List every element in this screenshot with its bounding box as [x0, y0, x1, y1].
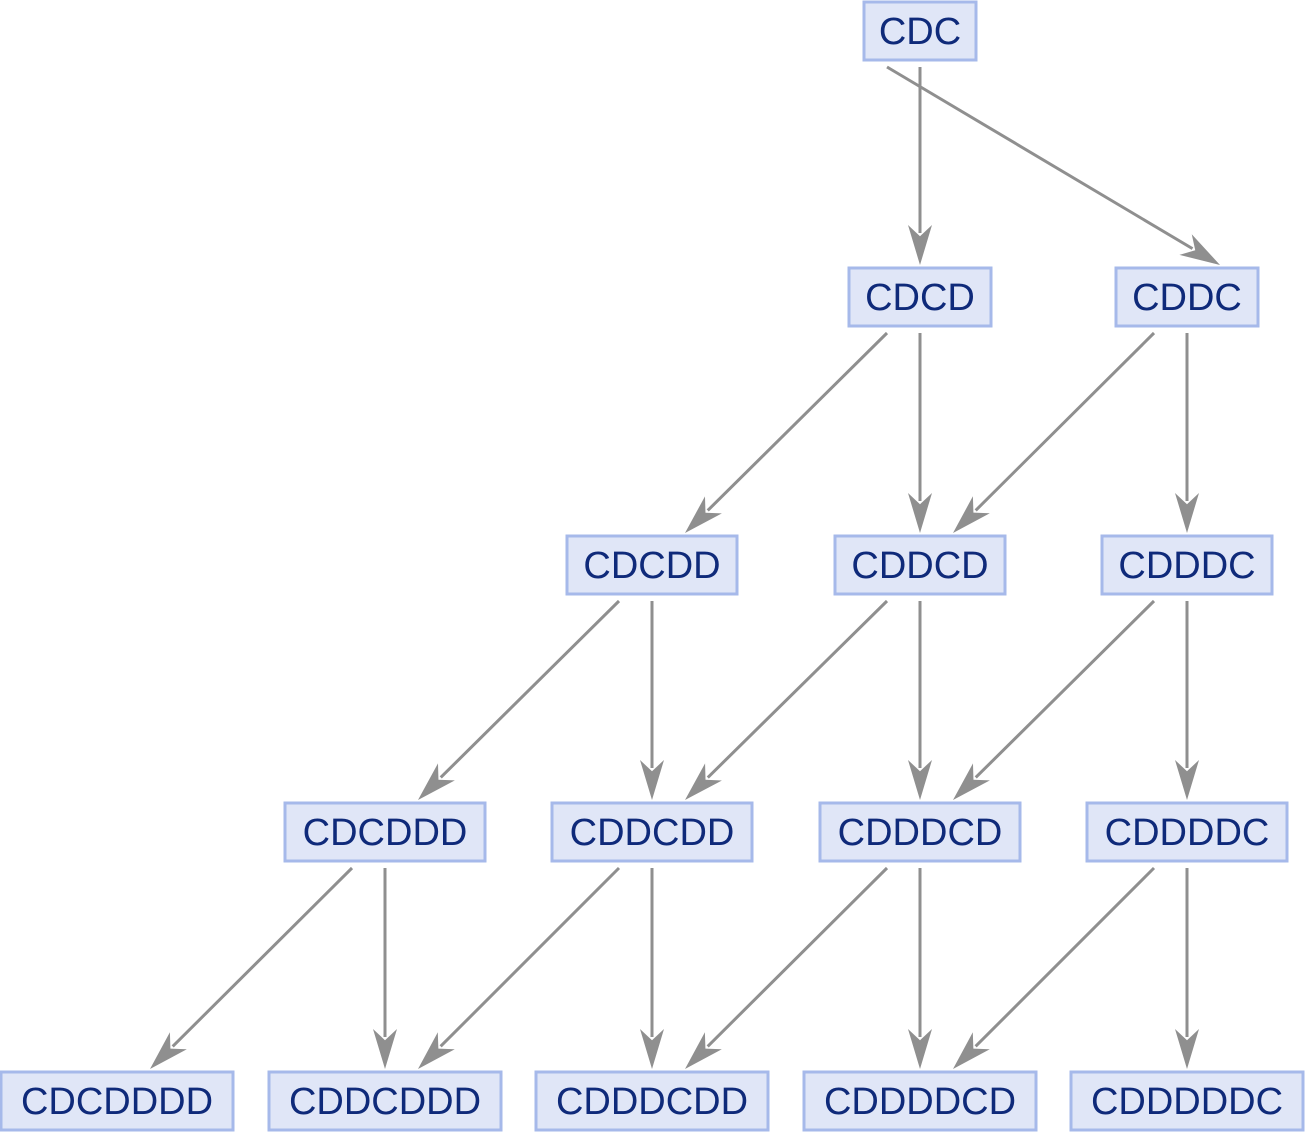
node-box	[283, 801, 487, 863]
edge-n3-n7	[640, 601, 664, 800]
arrowhead-icon	[953, 496, 990, 533]
node-cddcd[interactable]: CDDCD	[833, 534, 1007, 596]
node-label: CDCDDD	[303, 812, 468, 854]
node-cdddcd[interactable]: CDDDCD	[818, 801, 1022, 863]
node-box	[1114, 266, 1260, 328]
node-box	[802, 1070, 1038, 1132]
arrowhead-icon	[908, 225, 932, 265]
node-box	[565, 534, 739, 596]
edge-n6-n10	[150, 866, 354, 1069]
node-label: CDC	[879, 11, 961, 53]
node-cdcd[interactable]: CDCD	[847, 266, 993, 328]
edge-n5-n9	[1175, 601, 1199, 800]
arrowhead-icon	[373, 1029, 397, 1069]
node-box	[1069, 1070, 1305, 1132]
node-cdcdd[interactable]: CDCDD	[565, 534, 739, 596]
edge-line	[706, 331, 889, 512]
node-cdcdddd[interactable]: CDCDDDD	[0, 1070, 235, 1132]
edge-line	[974, 331, 1156, 512]
arrowhead-icon	[1175, 493, 1199, 533]
edge-n9-n13	[953, 866, 1156, 1069]
node-box	[550, 801, 754, 863]
edge-line	[974, 599, 1156, 779]
arrowhead-icon	[908, 493, 932, 533]
node-cddcdd[interactable]: CDDCDD	[550, 801, 754, 863]
edge-n7-n12	[640, 868, 664, 1069]
edge-line	[439, 599, 621, 779]
node-cdc[interactable]: CDC	[862, 0, 978, 62]
arrowhead-icon	[418, 1032, 455, 1069]
edge-n9-n14	[1175, 868, 1199, 1069]
edge-line	[706, 599, 889, 779]
edge-n8-n13	[908, 868, 932, 1069]
node-label: CDDDDDC	[1091, 1081, 1283, 1123]
arrowhead-icon	[953, 763, 990, 800]
edge-n4-n8	[908, 601, 932, 800]
arrowhead-icon	[685, 1032, 722, 1069]
edge-n1-n3	[685, 331, 889, 533]
edge-n8-n12	[685, 866, 889, 1069]
arrowhead-icon	[908, 760, 932, 800]
node-box	[833, 534, 1007, 596]
edge-n4-n7	[685, 599, 889, 800]
edge-n7-n11	[418, 866, 621, 1069]
edges-layer	[150, 65, 1220, 1069]
arrowhead-icon	[685, 763, 722, 800]
node-label: CDDDCD	[838, 812, 1003, 854]
arrowhead-icon	[908, 1029, 932, 1069]
node-box	[534, 1070, 770, 1132]
node-label: CDCDD	[583, 545, 720, 587]
node-cddddc[interactable]: CDDDDC	[1085, 801, 1289, 863]
node-label: CDDC	[1132, 277, 1242, 319]
edge-n0-n1	[908, 67, 932, 265]
arrowhead-icon	[953, 1032, 990, 1069]
edge-line	[439, 866, 621, 1048]
edge-n3-n6	[418, 599, 621, 800]
edge-line	[886, 65, 1194, 250]
edge-n2-n4	[953, 331, 1156, 533]
node-label: CDDCDD	[570, 812, 735, 854]
arrowhead-icon	[1179, 234, 1220, 265]
node-box	[0, 1070, 235, 1132]
node-label: CDDDC	[1118, 545, 1255, 587]
node-cdcddd[interactable]: CDCDDD	[283, 801, 487, 863]
arrowhead-icon	[1175, 760, 1199, 800]
node-label: CDDDDC	[1105, 812, 1270, 854]
node-label: CDDCDDD	[289, 1081, 481, 1123]
node-box	[1085, 801, 1289, 863]
edge-n1-n4	[908, 333, 932, 533]
node-cddc[interactable]: CDDC	[1114, 266, 1260, 328]
node-label: CDDDDCD	[824, 1081, 1016, 1123]
node-cdddc[interactable]: CDDDC	[1100, 534, 1274, 596]
node-box	[847, 266, 993, 328]
edge-n5-n8	[953, 599, 1156, 800]
node-box	[1100, 534, 1274, 596]
arrowhead-icon	[1175, 1029, 1199, 1069]
edge-line	[171, 866, 354, 1048]
edge-line	[706, 866, 889, 1048]
node-cdddddc[interactable]: CDDDDDC	[1069, 1070, 1305, 1132]
edge-line	[974, 866, 1156, 1048]
edge-n6-n11	[373, 868, 397, 1069]
arrowhead-icon	[640, 1029, 664, 1069]
node-label: CDCDDDD	[21, 1081, 213, 1123]
node-cddcddd[interactable]: CDDCDDD	[267, 1070, 503, 1132]
node-box	[267, 1070, 503, 1132]
node-cddddcd[interactable]: CDDDDCD	[802, 1070, 1038, 1132]
node-box	[818, 801, 1022, 863]
node-cdddcdd[interactable]: CDDDCDD	[534, 1070, 770, 1132]
edge-n0-n2	[886, 65, 1220, 265]
node-label: CDDDCDD	[556, 1081, 748, 1123]
node-label: CDCD	[865, 277, 975, 319]
arrowhead-icon	[418, 763, 455, 800]
arrowhead-icon	[640, 760, 664, 800]
node-label: CDDCD	[851, 545, 988, 587]
arrowhead-icon	[150, 1032, 187, 1069]
arrowhead-icon	[685, 496, 722, 533]
node-box	[862, 0, 978, 62]
edge-n2-n5	[1175, 333, 1199, 533]
